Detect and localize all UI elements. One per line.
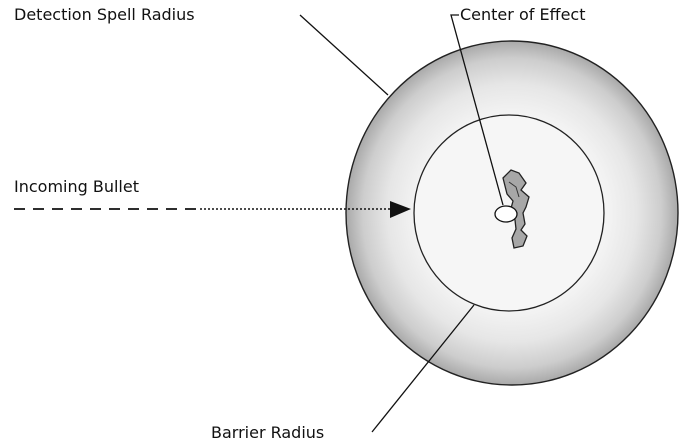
barrier-radius-label: Barrier Radius [211,425,324,441]
detection-spell-radius-label: Detection Spell Radius [14,7,195,23]
incoming-bullet-label: Incoming Bullet [14,179,139,195]
center-of-effect-label: Center of Effect [460,7,586,23]
detection-leader-line [300,15,388,95]
center-of-effect-marker [495,206,517,222]
